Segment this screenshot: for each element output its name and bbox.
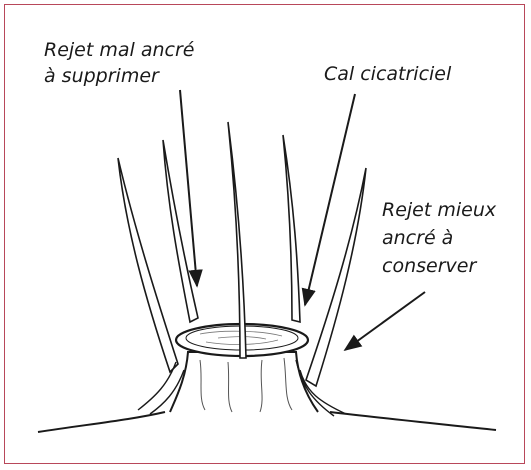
label-keep-line3: conserver [382, 255, 477, 277]
label-remove-line1: Rejet mal ancré [44, 39, 194, 61]
shoot-center [228, 122, 246, 358]
label-keep-line1: Rejet mieux [382, 199, 497, 221]
label-remove-line2: à supprimer [44, 65, 160, 87]
label-callus: Cal cicatriciel [324, 63, 452, 85]
ground-line [38, 412, 496, 432]
arrow-keep-shoot [345, 292, 425, 350]
shoot-well-anchored [306, 168, 366, 386]
shoot-right [283, 135, 300, 322]
label-keep-line2: ancré à [382, 227, 453, 249]
